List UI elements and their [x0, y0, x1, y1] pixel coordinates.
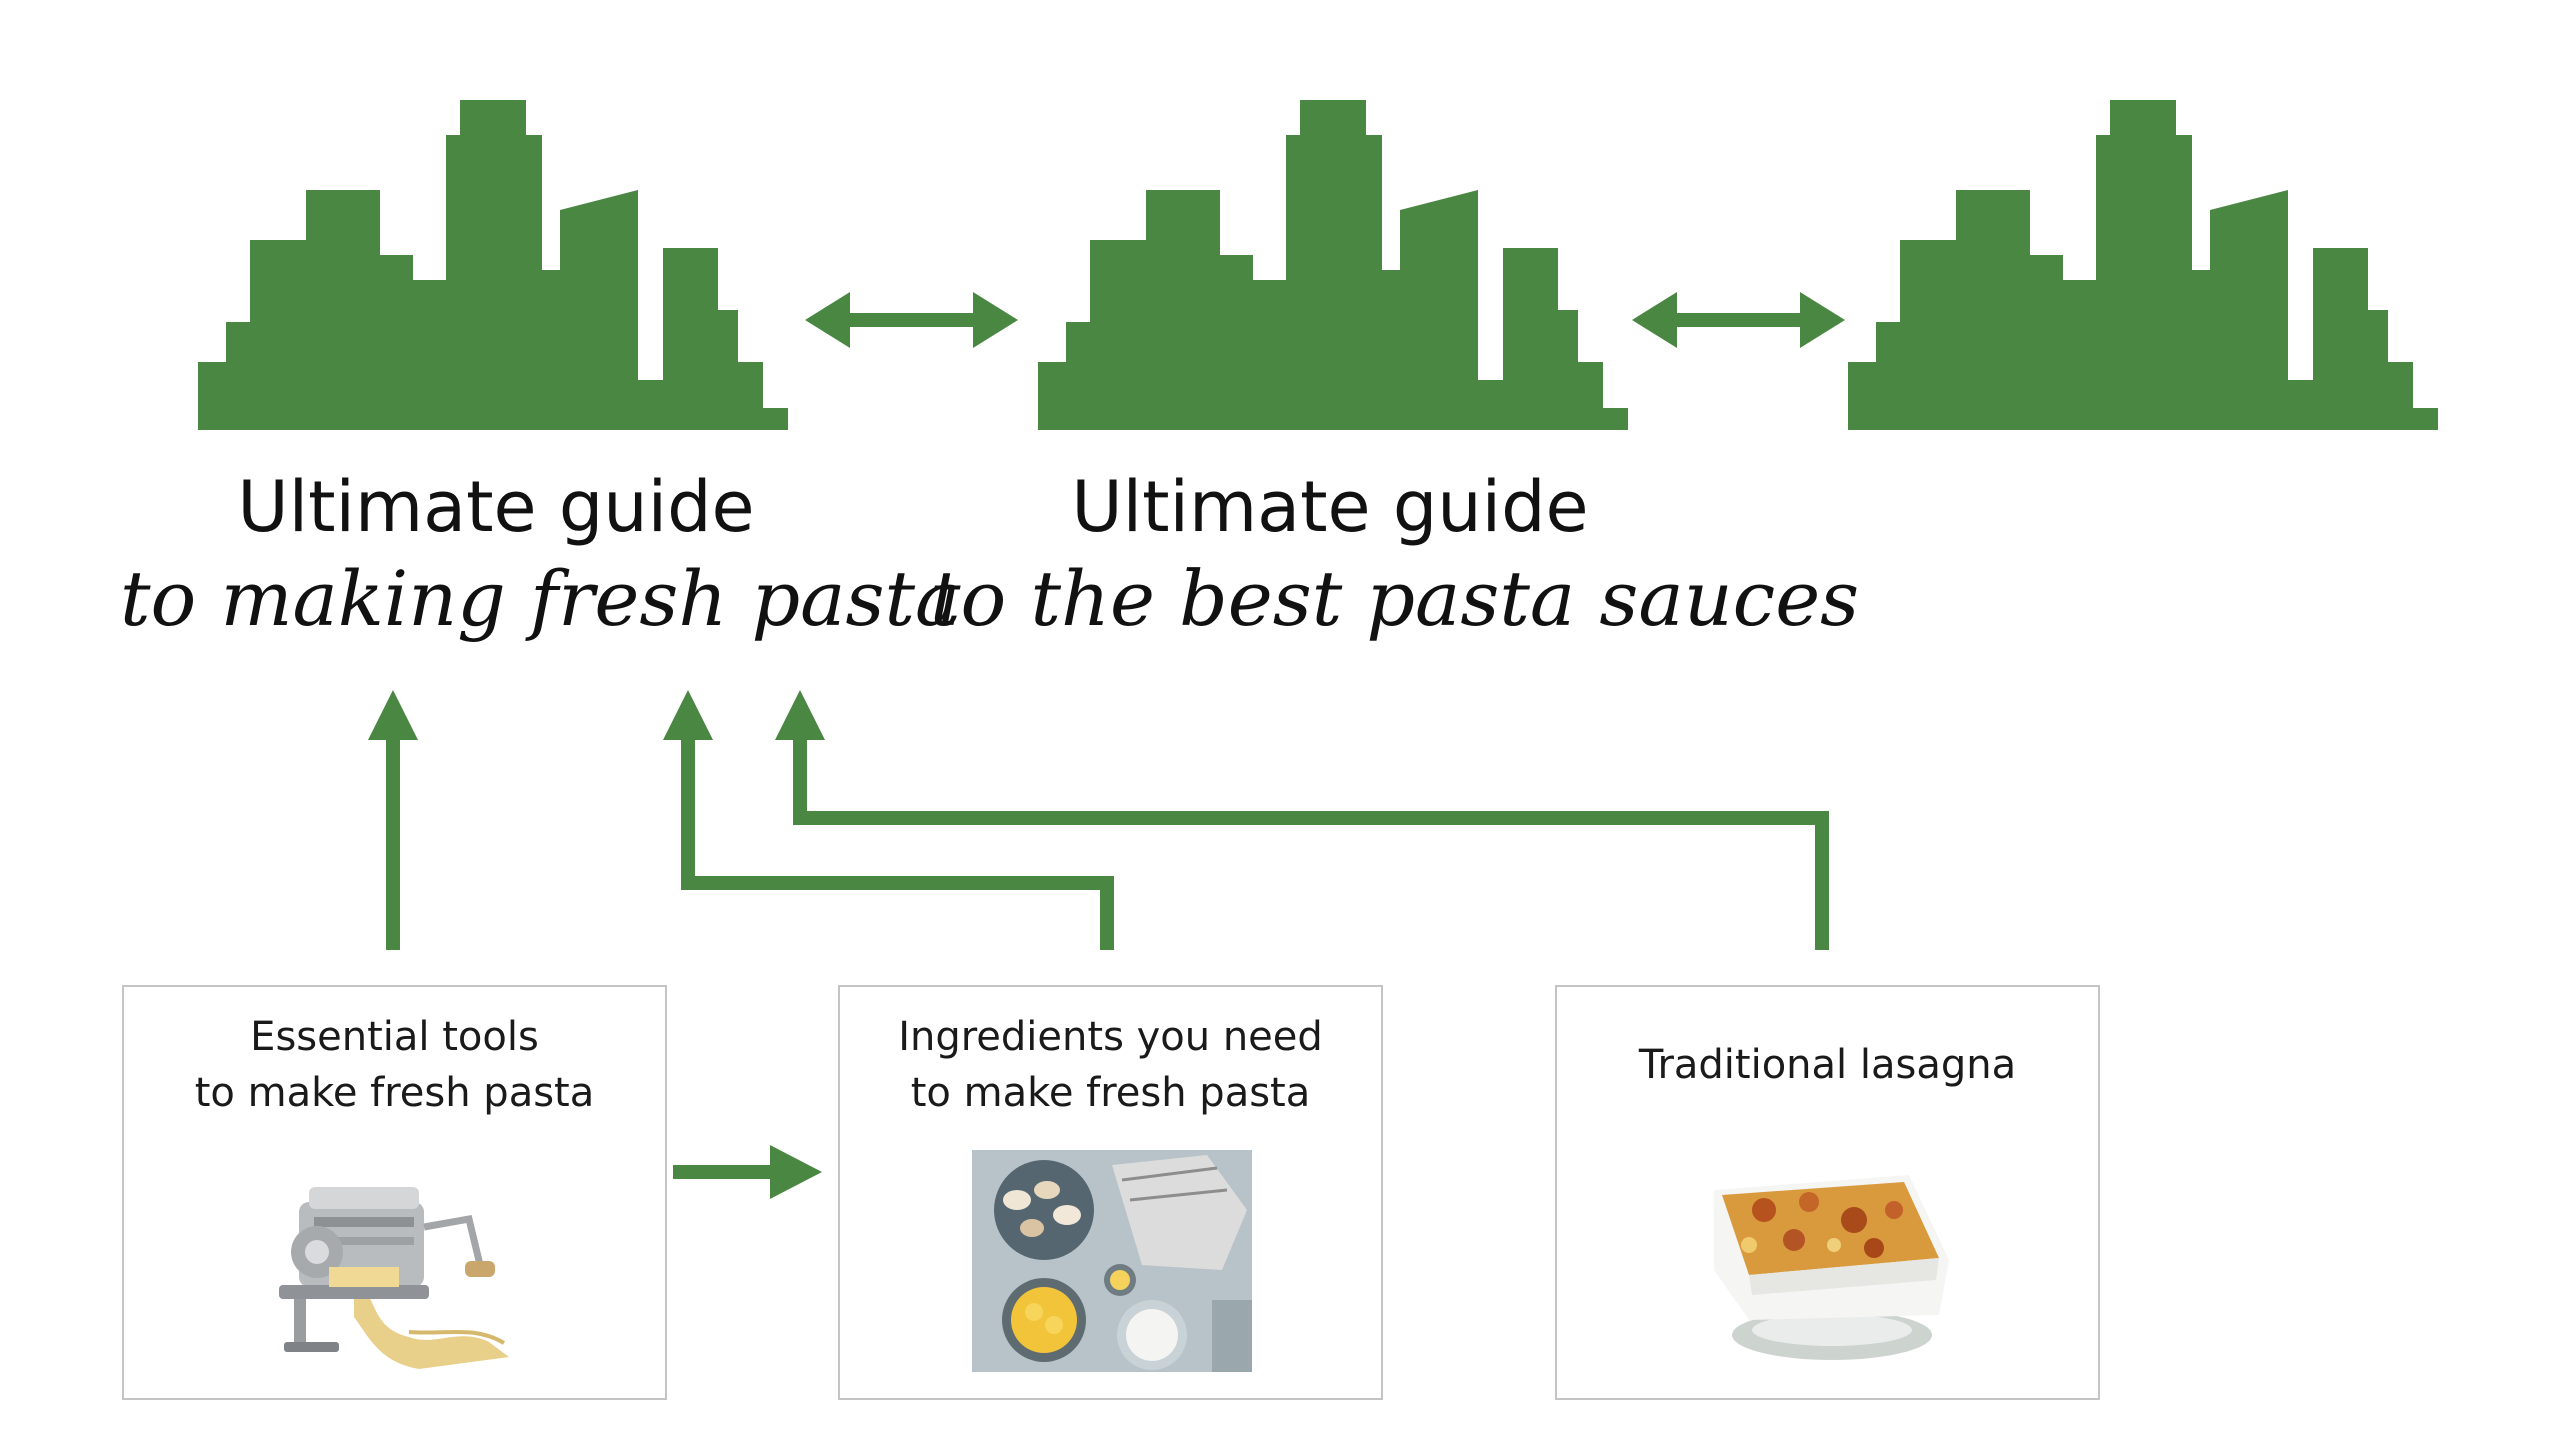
pillar-title-line1: Ultimate guide: [1071, 466, 1589, 548]
card-title-line2: to make fresh pasta: [910, 1070, 1311, 1116]
pillar-title-line2: to the best pasta sauces: [930, 554, 1860, 643]
pillar-title-fresh-pasta: Ultimate guide to making fresh pasta: [120, 465, 961, 644]
cluster-card-essential-tools[interactable]: Essential tools to make fresh pasta: [122, 985, 667, 1400]
card-title-line1: Traditional lasagna: [1638, 1042, 2017, 1088]
ingredients-photo: [972, 1150, 1252, 1372]
card-title-line2: to make fresh pasta: [194, 1070, 595, 1116]
cluster-card-ingredients[interactable]: Ingredients you need to make fresh pasta: [838, 985, 1383, 1400]
arrow-right-icon: [673, 1145, 822, 1199]
arrow-up-icon: [368, 690, 418, 740]
pillar-title-line1: Ultimate guide: [237, 466, 755, 548]
card-title: Ingredients you need to make fresh pasta: [840, 1009, 1381, 1121]
cluster-card-lasagna[interactable]: Traditional lasagna: [1555, 985, 2100, 1400]
card-title-line1: Ingredients you need: [898, 1014, 1323, 1060]
card-title: Essential tools to make fresh pasta: [124, 1009, 665, 1121]
arrow-up-icon: [775, 690, 825, 740]
double-arrow-icon: [1632, 292, 1845, 348]
pasta-machine-photo: [279, 1187, 509, 1369]
card-title-line1: Essential tools: [250, 1014, 539, 1060]
pillar-skyline-icon: [1848, 100, 2438, 430]
double-arrow-icon: [805, 292, 1018, 348]
card-title: Traditional lasagna: [1557, 1037, 2098, 1093]
pillar-skyline-icon: [1038, 100, 1628, 430]
arrow-up-icon: [663, 690, 713, 740]
pillar-title-line2: to making fresh pasta: [120, 554, 961, 643]
pillar-title-pasta-sauces: Ultimate guide to the best pasta sauces: [930, 465, 1860, 644]
link-arrows: [386, 730, 1829, 950]
pillar-skyline-icon: [198, 100, 788, 430]
lasagna-photo: [1704, 1150, 1954, 1372]
